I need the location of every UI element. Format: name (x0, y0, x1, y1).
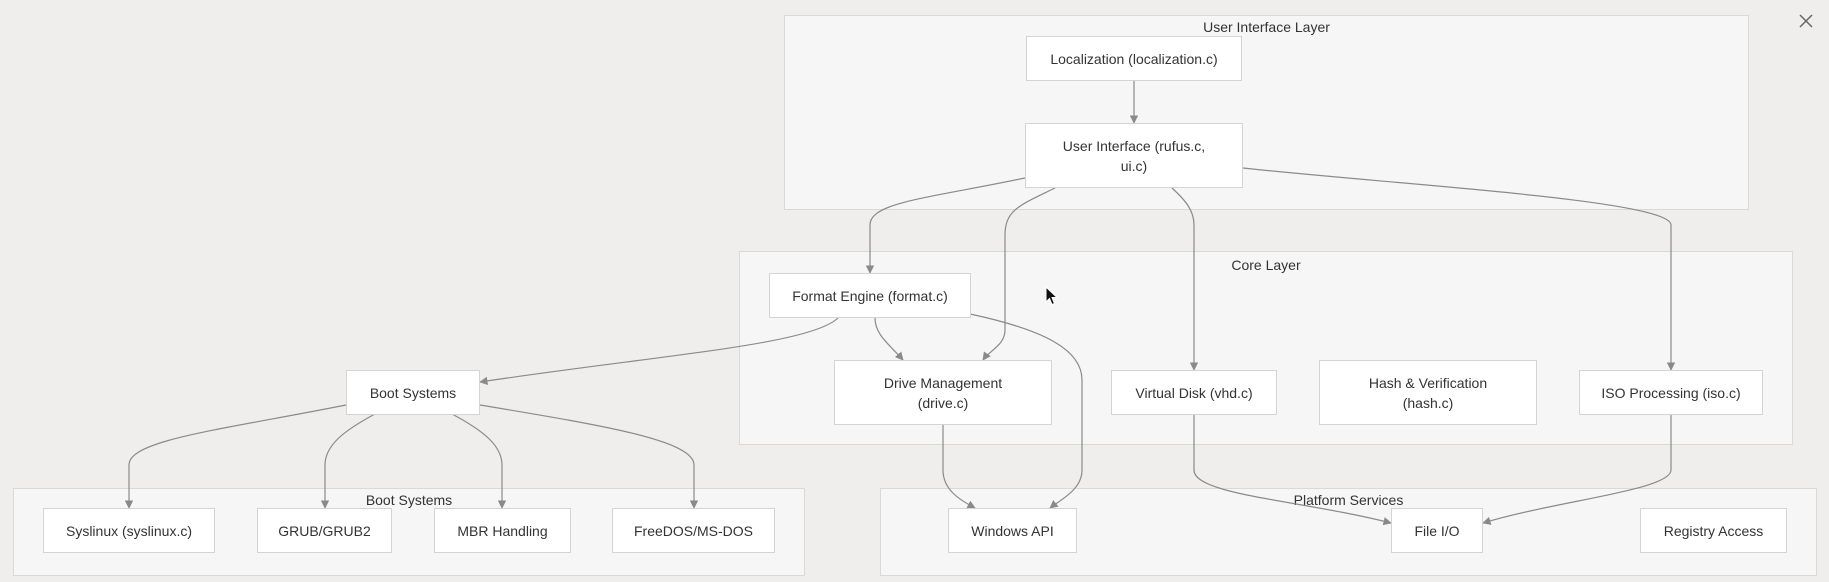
edge-boot-freedos (479, 404, 699, 509)
node-format-engine[interactable]: Format Engine (format.c) (769, 273, 971, 318)
node-drive-management[interactable]: Drive Management (drive.c) (834, 360, 1052, 425)
edge-ui-iso (1242, 167, 1676, 371)
edge-ui-drive (982, 187, 1056, 361)
node-boot-systems[interactable]: Boot Systems (346, 370, 480, 415)
cluster-label: User Interface Layer (1203, 19, 1330, 35)
node-localization[interactable]: Localization (localization.c) (1026, 36, 1242, 81)
node-user-interface[interactable]: User Interface (rufus.c, ui.c) (1025, 123, 1243, 188)
edge-iso-fileio (1482, 414, 1672, 525)
cluster-label: Platform Services (1293, 492, 1404, 508)
edge-boot-grub (320, 413, 376, 509)
edge-vhd-fileio (1193, 414, 1392, 526)
node-windows-api[interactable]: Windows API (948, 508, 1077, 553)
node-file-io[interactable]: File I/O (1391, 508, 1483, 553)
node-registry-access[interactable]: Registry Access (1640, 508, 1787, 553)
node-mbr-handling[interactable]: MBR Handling (434, 508, 571, 553)
edge-boot-syslinux (124, 404, 347, 509)
edge-format-boot (479, 317, 839, 386)
node-virtual-disk[interactable]: Virtual Disk (vhd.c) (1111, 370, 1277, 415)
node-hash-verification[interactable]: Hash & Verification (hash.c) (1319, 360, 1537, 425)
node-syslinux[interactable]: Syslinux (syslinux.c) (43, 508, 215, 553)
mouse-pointer-icon (1045, 286, 1059, 306)
edge-ui-format (865, 177, 1026, 274)
edge-ui-vhd (1171, 187, 1199, 371)
edge-format-drive (874, 317, 904, 361)
node-grub[interactable]: GRUB/GRUB2 (257, 508, 392, 553)
edge-format-winapi (969, 313, 1083, 509)
node-iso-processing[interactable]: ISO Processing (iso.c) (1579, 370, 1763, 415)
close-icon (1799, 14, 1813, 28)
cluster-label: Boot Systems (365, 492, 453, 508)
edge-boot-mbr (451, 413, 507, 509)
cluster-user-interface-layer: User Interface Layer (784, 15, 1749, 210)
node-freedos[interactable]: FreeDOS/MS-DOS (612, 508, 775, 553)
close-button[interactable] (1795, 10, 1817, 32)
edge-drive-winapi (942, 424, 976, 509)
cluster-label: Core Layer (1231, 257, 1301, 273)
